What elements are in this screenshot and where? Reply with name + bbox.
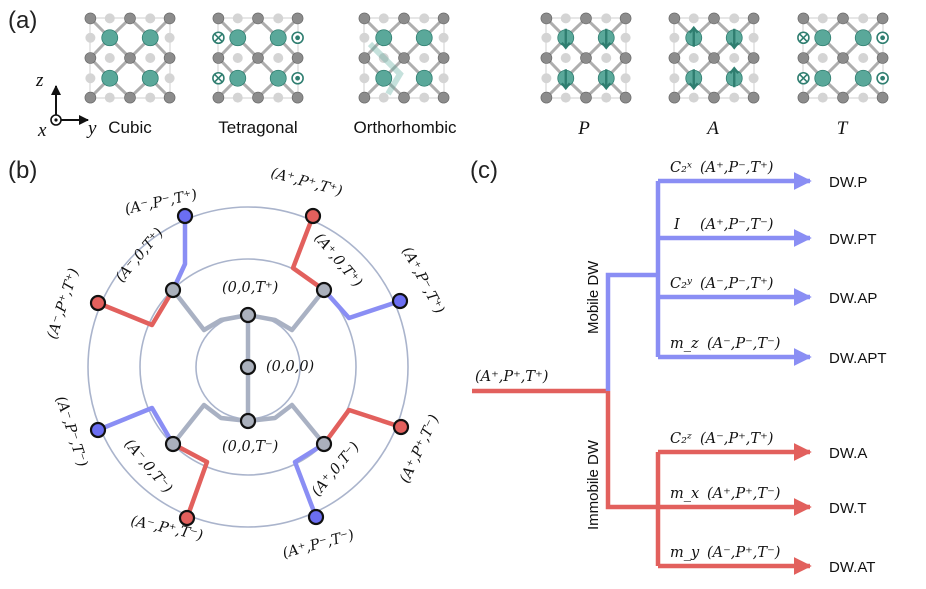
middle-ring <box>139 258 357 476</box>
axes-indicator: z x y <box>35 70 97 141</box>
mobile-dw-label: Mobile DW <box>585 260 602 334</box>
node-mid-tr <box>315 281 333 299</box>
y-axis-label: y <box>86 118 97 139</box>
outer-ring <box>87 206 409 528</box>
mobile-branch-4-dw: DW.APT <box>829 350 887 367</box>
immobile-branch-2-dw: DW.T <box>829 500 867 517</box>
z-axis-label: z <box>35 70 44 91</box>
label-outer-3: (A⁻,P⁺,T⁺) <box>45 266 83 341</box>
mobile-branch-1-op: C₂ˣ <box>670 160 693 176</box>
immobile-branch-1-state: (A⁻,P⁺,T⁺) <box>700 431 773 447</box>
mode-label-p: P <box>577 118 590 139</box>
inner-paths <box>171 288 326 446</box>
node-mid-tl <box>164 281 182 299</box>
panel-c: (c) (A⁺,P⁺,T⁺) Mobile DW Immobile DW C₂ˣ… <box>470 157 887 576</box>
immobile-branch-1-op: C₂ᶻ <box>670 431 692 447</box>
mobile-branch-2-op: I <box>673 217 680 233</box>
structure-label-cubic: Cubic <box>108 118 152 137</box>
mode-label-a: A <box>705 118 719 139</box>
mobile-branch-2-state: (A⁺,P⁻,T⁻) <box>700 217 773 233</box>
node-center <box>239 358 257 376</box>
immobile-branch-2-op: m_x <box>670 486 699 502</box>
mobile-branch-3-op: C₂ʸ <box>670 276 693 292</box>
orthorhombic-cell-icon <box>358 12 450 104</box>
node-outer-8 <box>307 508 325 526</box>
label-outer-8: (A⁺,P⁻,T⁻) <box>281 527 356 561</box>
label-inner-top: (0,0,T⁺) <box>222 280 278 296</box>
mobile-branch-4-op: m_z <box>670 336 699 352</box>
node-inner-bottom <box>239 412 257 430</box>
immobile-branch-2-state: (A⁺,P⁺,T⁻) <box>707 486 780 502</box>
node-outer-7 <box>178 509 196 527</box>
panel-c-label: (c) <box>470 157 498 184</box>
mobile-branch-4-state: (A⁻,P⁻,T⁻) <box>707 336 780 352</box>
mobile-branch-3-state: (A⁻,P⁻,T⁺) <box>700 276 773 292</box>
node-mid-bl <box>164 435 182 453</box>
mobile-branch-3-dw: DW.AP <box>829 290 877 307</box>
node-outer-6 <box>392 418 410 436</box>
mobile-branch-2-dw: DW.PT <box>829 231 877 248</box>
crystal-structures <box>84 12 889 104</box>
immobile-branch-3-op: m_y <box>670 545 700 561</box>
structure-label-orthorhombic: Orthorhombic <box>354 118 457 137</box>
x-axis-label: x <box>37 120 47 141</box>
label-center: (0,0,0) <box>266 359 314 375</box>
node-outer-2 <box>304 207 322 225</box>
immobile-branch-1-dw: DW.A <box>829 445 867 462</box>
node-outer-3 <box>89 294 107 312</box>
immobile-branch-3-dw: DW.AT <box>829 559 875 576</box>
tetragonal-cell-icon <box>212 12 304 104</box>
mobile-branch-1-state: (A⁺,P⁻,T⁺) <box>700 160 773 176</box>
panel-b: (b) <box>8 157 447 562</box>
node-mid-br <box>315 435 333 453</box>
immobile-dw-label: Immobile DW <box>585 439 602 530</box>
mobile-tree <box>605 172 812 391</box>
t-mode-cell-icon <box>797 12 889 104</box>
node-inner-top <box>239 306 257 324</box>
panel-a-label: (a) <box>8 7 37 34</box>
panel-b-label: (b) <box>8 157 37 184</box>
label-outer-5: (A⁻,P⁻,T⁻) <box>52 394 90 469</box>
mode-label-t: T <box>837 118 849 139</box>
immobile-tree <box>605 391 812 575</box>
node-outer-1 <box>176 207 194 225</box>
label-outer-2: (A⁺,P⁺,T⁺) <box>269 165 344 199</box>
label-mid-tr: (A⁺,0,T⁺) <box>311 230 365 290</box>
a-mode-cell-icon <box>668 12 760 104</box>
structure-label-tetragonal: Tetragonal <box>218 118 297 137</box>
cubic-cell-icon <box>84 12 176 104</box>
nodes <box>89 207 410 527</box>
label-mid-tl: (A⁻,0,T⁺) <box>113 225 167 285</box>
p-mode-cell-icon <box>540 12 632 104</box>
node-outer-4 <box>391 292 409 310</box>
panel-a: (a) z x y Cubic Tetragonal Orthorhombic … <box>8 7 889 141</box>
immobile-branch-3-state: (A⁻,P⁺,T⁻) <box>707 545 780 561</box>
root-state: (A⁺,P⁺,T⁺) <box>475 369 548 385</box>
outer-paths <box>97 215 402 519</box>
label-inner-bottom: (0,0,T⁻) <box>222 439 278 455</box>
mobile-branch-1-dw: DW.P <box>829 174 867 191</box>
node-outer-5 <box>89 421 107 439</box>
